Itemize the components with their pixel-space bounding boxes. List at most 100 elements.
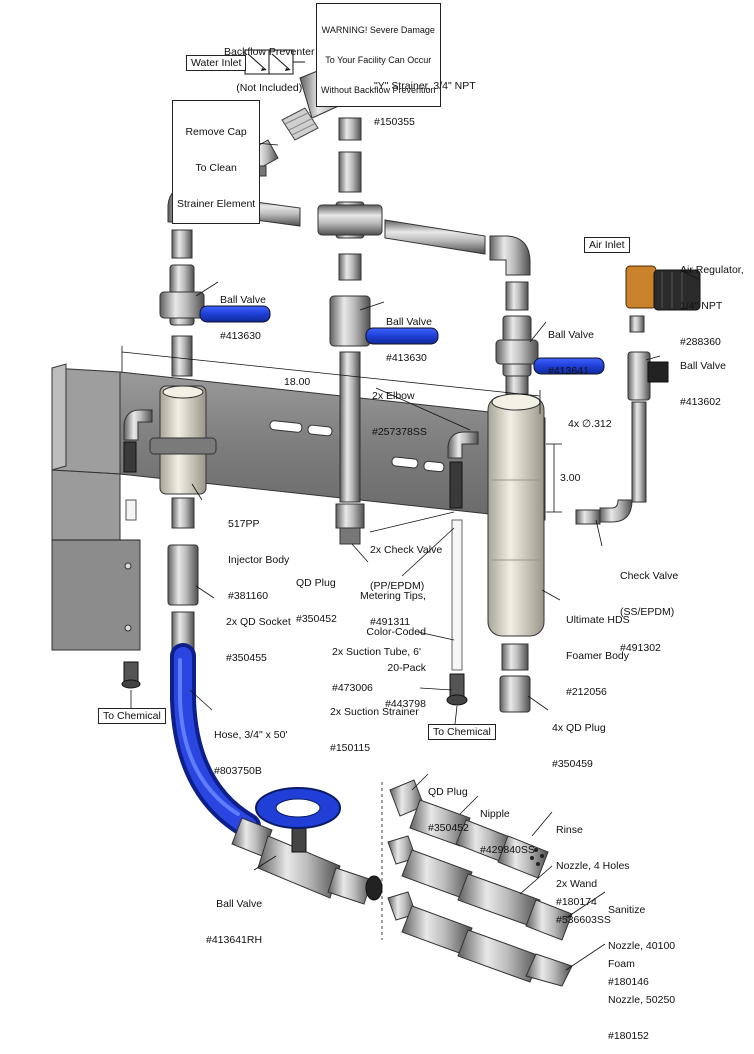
- foamer-body-label: Ultimate HDS Foamer Body #212056: [566, 590, 630, 710]
- label-line: #413641RH: [206, 934, 263, 946]
- ball-valve-left-label: Ball Valve #413630: [220, 270, 266, 354]
- suction-tube: [446, 519, 468, 706]
- label-line: Remove Cap: [185, 126, 247, 138]
- label-line: #443798: [385, 698, 426, 710]
- label-line: Ball Valve: [220, 294, 266, 306]
- foamer-qd-plugs: [499, 643, 531, 713]
- height-dimension: 3.00: [560, 472, 581, 484]
- label-line: #350459: [552, 758, 593, 770]
- label-line: Color-Coded: [366, 626, 426, 638]
- label-line: 2x Suction Tube, 6': [332, 646, 421, 658]
- water-inlet-label: Water Inlet: [186, 55, 247, 71]
- right-ball-valve: [495, 339, 605, 375]
- label-line: #491302: [620, 642, 661, 654]
- y-strainer-label: "Y" Strainer, 3/4" NPT #150355: [374, 56, 476, 140]
- label-line: 2x QD Socket: [226, 616, 291, 628]
- right-check-elbow: [447, 431, 479, 509]
- label-line: #491311: [370, 616, 411, 628]
- side-bracket: [51, 469, 141, 651]
- label-line: #350455: [226, 652, 267, 664]
- wand-label: 2x Wand #536603SS: [556, 854, 611, 938]
- label-line: #473006: [332, 682, 373, 694]
- warning-line-3: Without Backflow Prevention: [321, 85, 436, 95]
- label-line: #212056: [566, 686, 607, 698]
- hose-label: Hose, 3/4" x 50' #803750B: [214, 705, 287, 789]
- qd-plug-mid-label: QD Plug #350452: [296, 553, 337, 637]
- warning-box: WARNING! Severe Damage To Your Facility …: [316, 3, 441, 107]
- label-line: (Not Included): [236, 82, 303, 94]
- ball-valve-right-label: Ball Valve #413641: [548, 305, 594, 389]
- air-regulator: [625, 265, 701, 333]
- label-line: Ball Valve: [548, 329, 594, 341]
- wand-foam: [387, 891, 573, 987]
- ball-valve-rh-label: Ball Valve #413641RH: [206, 874, 262, 958]
- qd-plug-4x-label: 4x QD Plug #350459: [552, 698, 606, 782]
- qd-socket: [167, 544, 199, 653]
- metering-tips-label: Metering Tips, Color-Coded 20-Pack #4437…: [360, 566, 426, 722]
- label-line: #288360: [680, 336, 721, 348]
- label-line: 4x QD Plug: [552, 722, 606, 734]
- strainer-screen: [281, 107, 319, 141]
- ball-valve-mid-label: Ball Valve #413630: [386, 292, 432, 376]
- label-line: #350452: [296, 613, 337, 625]
- label-line: #150115: [330, 742, 371, 754]
- width-dimension: 18.00: [284, 376, 311, 388]
- nipple-label: Nipple #429840SS: [480, 784, 535, 868]
- label-line: 1/4" NPT: [680, 300, 723, 312]
- label-line: (PP/EPDM): [370, 580, 425, 592]
- wand-sanitize: [387, 835, 573, 941]
- hole-dimension: 4x ∅.312: [568, 418, 612, 430]
- label-line: Nozzle, 50250: [608, 994, 676, 1006]
- wand-rinse: [389, 779, 549, 879]
- label-line: Ball Valve: [680, 360, 726, 372]
- label-line: Nozzle, 40100: [608, 940, 676, 952]
- rinse-nozzle-label: Rinse Nozzle, 4 Holes #180174: [556, 800, 630, 920]
- left-check-elbow: [121, 409, 153, 689]
- label-line: #381160: [228, 590, 269, 602]
- label-line: (SS/EPDM): [620, 606, 675, 618]
- label-line: Metering Tips,: [360, 590, 426, 602]
- label-line: #803750B: [214, 765, 262, 777]
- label-line: Check Valve: [620, 570, 679, 582]
- foamer-assembly-diagram: WARNING! Severe Damage To Your Facility …: [51, 3, 744, 1042]
- foam-nozzle-label: Foam Nozzle, 50250 #180152: [608, 934, 675, 1054]
- label-line: 2x Elbow: [372, 390, 415, 402]
- suction-tube-label: 2x Suction Tube, 6' #473006: [332, 622, 421, 706]
- label-line: #180174: [556, 896, 597, 908]
- label-line: Foamer Body: [566, 650, 630, 662]
- qd-socket-label: 2x QD Socket #350455: [226, 592, 291, 676]
- leader-lines: [121, 69, 701, 971]
- to-chemical-mid-label: To Chemical: [428, 724, 496, 740]
- label-line: 2x Suction Strainer: [330, 706, 419, 718]
- backflow-preventer-label: Backflow Preventer (Not Included): [224, 22, 314, 106]
- label-line: "Y" Strainer, 3/4" NPT: [374, 80, 476, 92]
- label-line: Sanitize: [608, 904, 646, 916]
- backflow-preventer-symbol: [244, 49, 305, 75]
- label-line: #413630: [220, 330, 261, 342]
- label-line: Foam: [608, 958, 635, 970]
- label-line: Ultimate HDS: [566, 614, 630, 626]
- label-line: #536603SS: [556, 914, 611, 926]
- label-line: 20-Pack: [387, 662, 426, 674]
- remove-cap-label: Remove Cap To Clean Strainer Element: [172, 100, 261, 224]
- sanitize-nozzle-label: Sanitize Nozzle, 40100 #180146: [608, 880, 675, 1000]
- hose: [170, 643, 261, 839]
- label-line: #413641: [548, 365, 589, 377]
- label-line: #429840SS: [480, 844, 535, 856]
- warning-line-1: WARNING! Severe Damage: [321, 25, 435, 35]
- label-line: #150355: [374, 116, 415, 128]
- label-line: QD Plug: [296, 577, 336, 589]
- elbow-label: 2x Elbow #257378SS: [372, 366, 427, 450]
- tee-fitting: [317, 204, 383, 236]
- label-line: #257378SS: [372, 426, 427, 438]
- mounting-plate: [51, 363, 546, 521]
- label-line: #180152: [608, 1030, 649, 1042]
- foamer-body: [487, 393, 545, 637]
- air-ball-valve: [575, 351, 669, 525]
- label-line: To Clean: [195, 162, 237, 174]
- label-line: Injector Body: [228, 554, 290, 566]
- label-line: Ball Valve: [386, 316, 432, 328]
- label-line: 2x Check Valve: [370, 544, 443, 556]
- mid-ball-valve: [329, 295, 439, 347]
- air-ball-valve-label: Ball Valve #413602: [680, 336, 726, 420]
